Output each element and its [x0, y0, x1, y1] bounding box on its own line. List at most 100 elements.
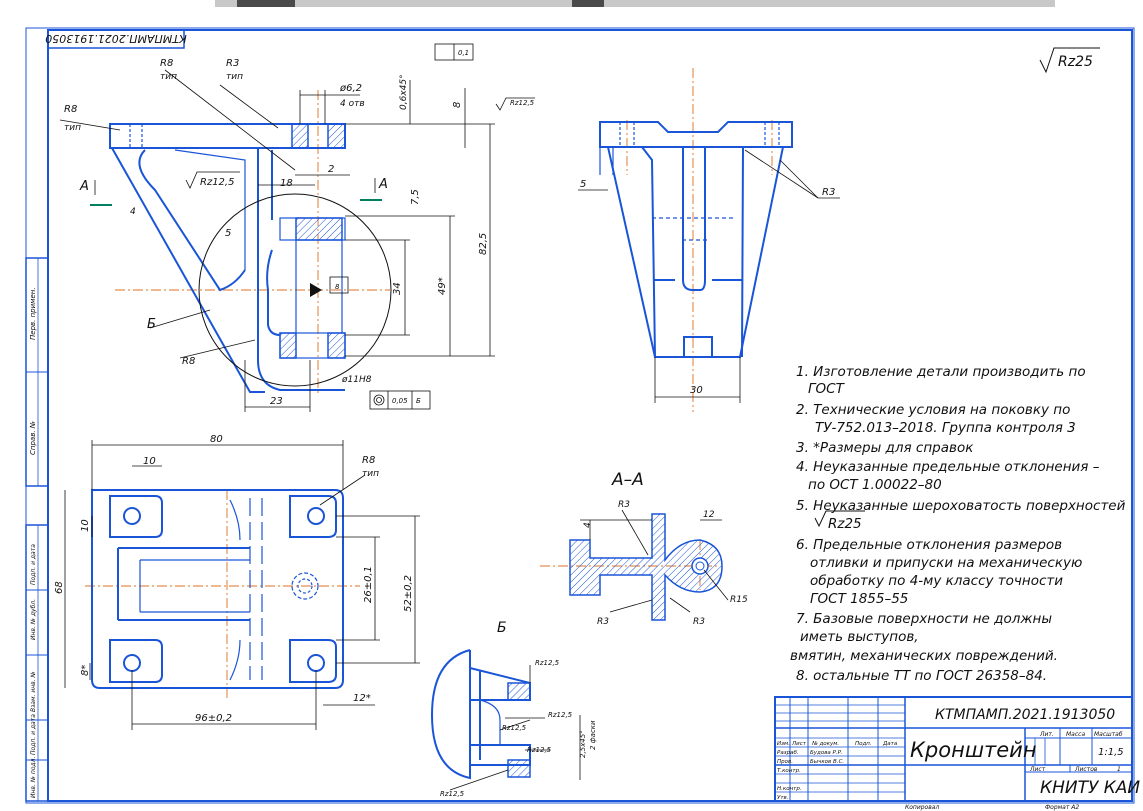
- drawing-line: [430, 649, 471, 780]
- drawing-line: [291, 123, 309, 149]
- drawing-line: [507, 759, 531, 778]
- drawing-line: [329, 276, 349, 294]
- drawing-line: [376, 397, 382, 403]
- tb-role: Утв.: [777, 795, 789, 801]
- tb-scale: 1:1,5: [1098, 747, 1124, 758]
- tb-mass: Масса: [1066, 731, 1085, 738]
- drawing-line: [291, 572, 319, 600]
- note-line: ГОСТ 1855–55: [810, 591, 908, 607]
- detail-b: Б Rz12,5 Rz12,5 Rz12,5 Rz12,5 Rz12,5 2,5…: [430, 620, 597, 798]
- drawing-line: [138, 149, 246, 292]
- drawing-line: [266, 249, 281, 336]
- drawing-line: [109, 639, 163, 683]
- dim-80: 80: [210, 434, 223, 445]
- note-line: иметь выступов,: [800, 629, 919, 645]
- strip-label: Инв. № дубл.: [30, 599, 37, 640]
- dim-4: 4: [130, 207, 136, 217]
- tb-sheet-label: Лист: [1029, 766, 1046, 773]
- detail-rz: Rz12,5: [440, 790, 465, 798]
- section-a-a: А–А R3 4 12 R15 R3 R3: [540, 470, 748, 627]
- dim-7-5: 7,5: [410, 189, 421, 205]
- dim-rz: Rz12,5: [510, 99, 535, 107]
- note-line: 3. *Размеры для справок: [796, 440, 974, 456]
- side-view: 5 R3 30: [578, 68, 840, 412]
- drawing-line: [507, 682, 531, 701]
- tb-name: Будова Р.Р.: [810, 750, 843, 756]
- dim-tip: тип: [160, 72, 177, 82]
- toolbar-tab-1[interactable]: [237, 0, 295, 7]
- drawing-line: [774, 696, 1133, 802]
- plan-view: 80 10 R8 тип 10 68 8* 26±0,1 52±0,2 96±0…: [54, 434, 420, 730]
- dim-aa-12: 12: [703, 510, 715, 520]
- drawing-line: [449, 769, 509, 791]
- drawing-line: [257, 148, 345, 391]
- dim-34: 34: [392, 282, 403, 295]
- note-line: 8. остальные ТТ по ГОСТ 26358–84.: [796, 668, 1047, 684]
- drawing-line: [479, 699, 501, 745]
- detail-chamfer-count: 2 фаски: [589, 720, 597, 750]
- dim-side-5: 5: [580, 179, 586, 190]
- note-line: вмятин, механических повреждений.: [790, 648, 1058, 664]
- note-line: Rz25: [828, 516, 862, 532]
- dim-plan-r8: R8: [362, 455, 375, 466]
- dim-aa-r3-right: R3: [693, 617, 705, 627]
- drawing-line: [289, 639, 337, 683]
- tb-drawing-code: КТМПАМП.2021.1913050: [935, 707, 1115, 723]
- drawing-line: [174, 149, 246, 270]
- tb-row-label: Дата: [882, 741, 898, 747]
- mirrored-code: КТМПАМП.2021.1913050: [45, 32, 187, 45]
- dim-52: 52±0,2: [403, 575, 414, 612]
- note-line: 5. Неуказанные шероховатость поверхносте…: [796, 498, 1126, 514]
- drawing-line: [814, 510, 865, 528]
- dim-12-star: 12*: [353, 693, 371, 704]
- dim-tip: тип: [362, 469, 379, 479]
- detail-rz: Rz12,5: [502, 724, 527, 732]
- detail-callout-b: Б: [147, 317, 156, 332]
- dim-r8: R8: [160, 58, 173, 69]
- drawing-line: [310, 283, 322, 297]
- strip-label: Справ. №: [29, 421, 37, 455]
- dim-aa-r15: R15: [730, 595, 748, 605]
- viewer-toolbar: [215, 0, 1055, 7]
- tb-role: Н.контр.: [777, 786, 802, 792]
- tb-row-label: Изм.: [777, 741, 790, 747]
- dim-10-top: 10: [143, 456, 156, 467]
- drawing-line: [297, 578, 313, 594]
- strip-label: Подп. и дата: [30, 544, 37, 585]
- dim-10-left: 10: [80, 519, 91, 532]
- toolbar-tab-2[interactable]: [572, 0, 604, 7]
- dim-side-30: 30: [690, 385, 703, 396]
- tb-sheets: 1: [1117, 766, 1121, 773]
- tb-row-label: Подп.: [855, 741, 872, 747]
- section-mark-a-left: А: [79, 179, 89, 194]
- drawing-line: [219, 84, 279, 129]
- dim-tip: тип: [226, 72, 243, 82]
- drawing-line: [279, 332, 297, 359]
- general-roughness-symbol: Rz25: [1039, 47, 1100, 74]
- drawing-line: [369, 390, 431, 410]
- drawing-line: [307, 507, 325, 525]
- drawing-line: [469, 660, 481, 770]
- tb-role: Т.контр.: [777, 768, 801, 774]
- tb-row-label: Лист: [791, 741, 807, 747]
- dim-aa-4: 4: [583, 522, 593, 528]
- drawing-line: [741, 146, 744, 358]
- drawing-line: [229, 499, 241, 681]
- note-line: 1. Изготовление детали производить по: [796, 364, 1086, 380]
- runout-tol: 0,05: [392, 397, 408, 405]
- note-line: по ОСТ 1.00022–80: [808, 477, 942, 493]
- dim-23: 23: [270, 396, 283, 407]
- drawing-line: [641, 146, 656, 358]
- section-mark-a-right: А: [378, 177, 388, 192]
- drawing-line: [683, 336, 713, 358]
- drawing-line: [118, 547, 250, 621]
- dim-aa-r3-left: R3: [597, 617, 609, 627]
- detail-chamfer: 2,5x45°: [579, 730, 587, 758]
- note-line: 6. Предельные отклонения размеров: [796, 537, 1062, 553]
- detail-rz: Rz12,5: [527, 746, 552, 754]
- drawing-line: [373, 394, 385, 406]
- note-line: отливки и припуски на механическую: [810, 555, 1082, 571]
- drawing-label: Rz25: [1058, 54, 1093, 70]
- dim-8-star: 8*: [80, 665, 91, 676]
